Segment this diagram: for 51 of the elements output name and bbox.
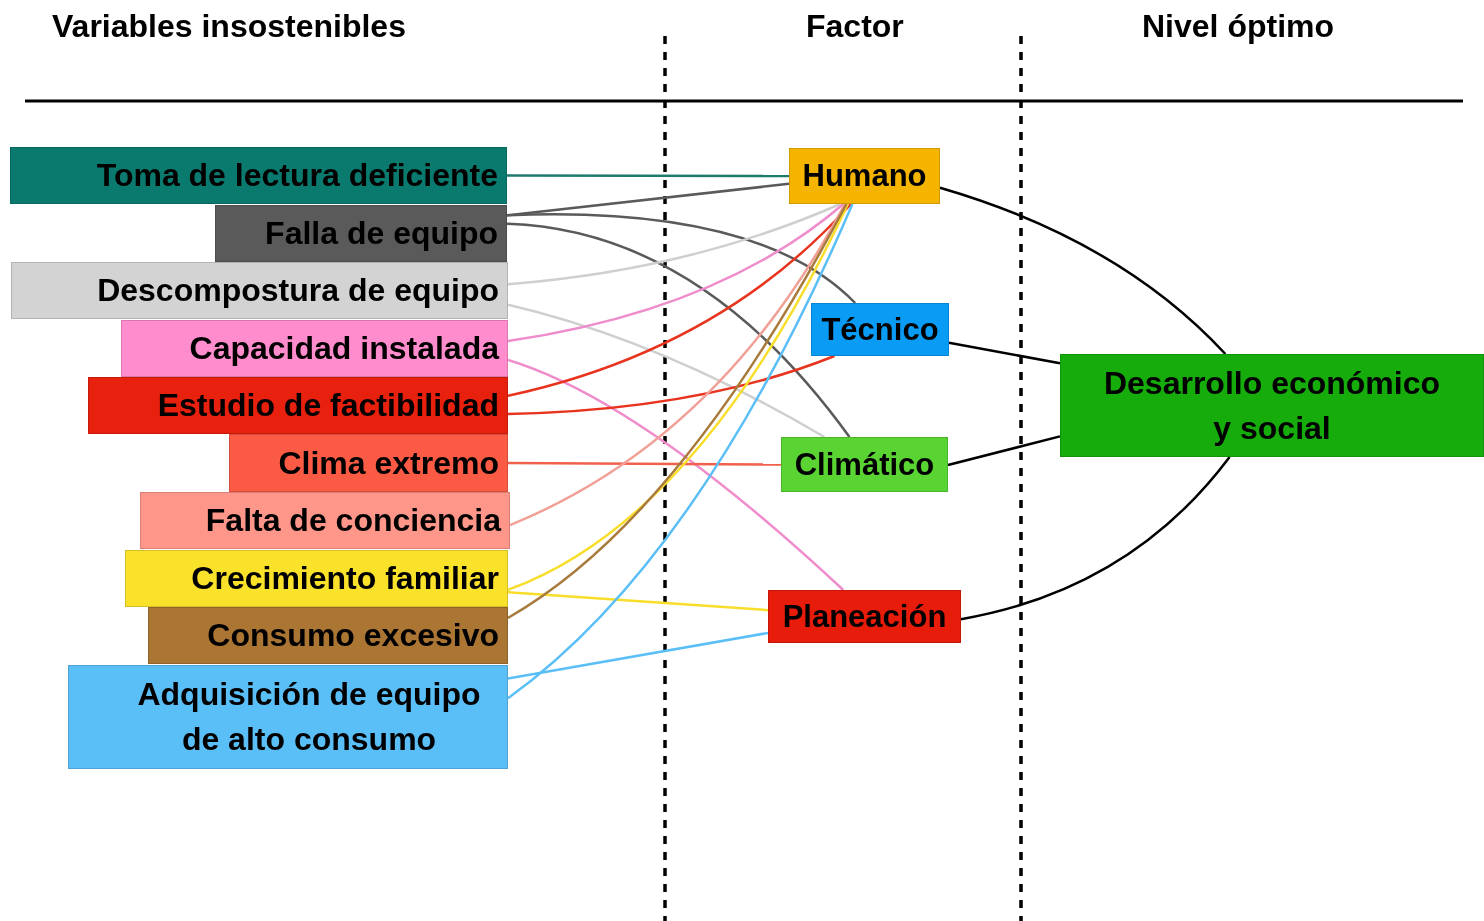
connector-line [507, 203, 854, 700]
connector-line [507, 303, 826, 439]
variable-box [215, 205, 507, 262]
factor-label: Humano [802, 158, 927, 194]
connector-line [507, 354, 835, 416]
factor-label: Climático [794, 446, 935, 483]
factor-box [789, 148, 940, 204]
variable-label: Falla de equipo [265, 215, 498, 252]
variable-label: Toma de lectura deficiente [96, 157, 498, 194]
column-heading: Variables insostenibles [52, 8, 406, 45]
goal-box [1060, 354, 1484, 457]
connector-line [507, 631, 769, 680]
variable-box [125, 550, 508, 607]
variable-label: Consumo excesivo [207, 617, 499, 654]
variable-label: Capacidad instalada [189, 330, 499, 367]
variable-label: Clima extremo [278, 444, 499, 482]
variable-label: Estudio de factibilidad [157, 387, 499, 424]
variable-label: Falta de conciencia [205, 502, 501, 539]
variable-box [121, 320, 508, 377]
connector-line [947, 435, 1061, 467]
column-heading: Factor [806, 8, 904, 45]
column-heading: Nivel óptimo [1142, 8, 1334, 45]
connector-line [509, 203, 846, 527]
variable-box [68, 665, 508, 769]
variable-box [229, 434, 508, 492]
connector-line [948, 341, 1061, 365]
variable-label: Adquisición de equipo de alto consumo [136, 675, 482, 759]
connector-line [507, 202, 841, 286]
connector-line [508, 461, 781, 466]
variable-label: Crecimiento familiar [191, 560, 499, 597]
variable-box [88, 377, 508, 434]
variable-box [140, 492, 510, 549]
goal-label: Desarrollo económico y social [1102, 363, 1442, 448]
connector-line [507, 590, 769, 612]
factor-box [811, 303, 949, 356]
connector-line [506, 222, 851, 438]
connector-line [507, 174, 789, 178]
factor-label: Planeación [782, 598, 947, 635]
connector-line [507, 203, 845, 343]
factor-box [768, 590, 961, 643]
factor-box [781, 437, 948, 492]
variable-box [148, 607, 508, 664]
connector-line [960, 456, 1231, 621]
variable-box [10, 147, 507, 204]
variable-label: Descompostura de equipo [97, 272, 499, 309]
factor-label: Técnico [821, 311, 939, 348]
connector-line [939, 186, 1227, 355]
connector-line [507, 358, 845, 591]
variable-box [11, 262, 508, 319]
connector-line [507, 203, 852, 398]
connector-line [506, 213, 856, 304]
